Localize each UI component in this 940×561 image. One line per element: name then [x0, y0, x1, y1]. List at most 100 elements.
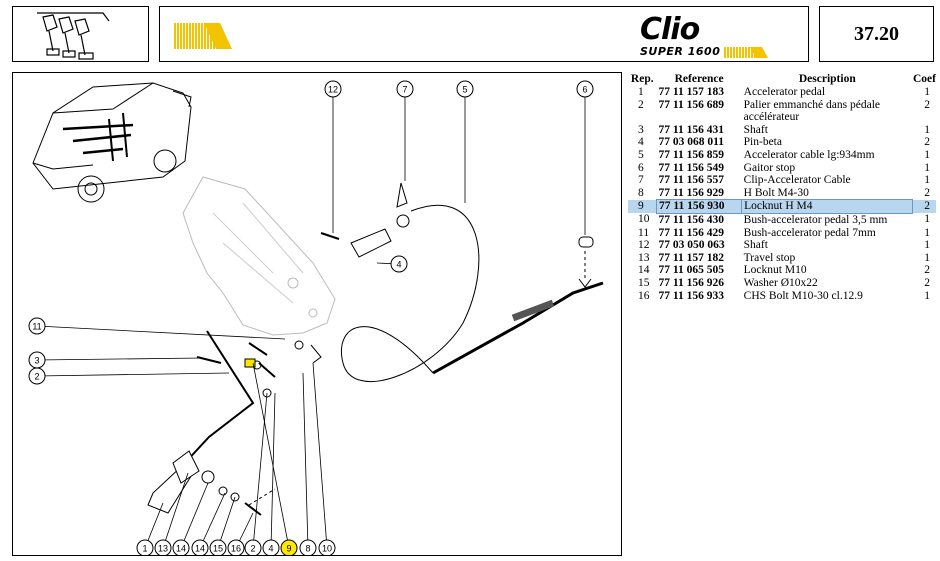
cell-ref[interactable]: 77 03 068 011 — [658, 136, 725, 149]
callout-label: 2 — [34, 372, 39, 382]
callout-label: 3 — [34, 356, 39, 366]
callout-label: 13 — [158, 544, 168, 554]
cell-ref[interactable]: 77 11 156 549 — [658, 161, 725, 174]
callout[interactable]: 3 — [28, 351, 204, 369]
callout[interactable]: 10 — [312, 362, 336, 557]
clio-logo: Clio SUPER 1600 — [640, 12, 769, 59]
cell-coef: 1 — [924, 289, 930, 302]
callout-label: 14 — [195, 544, 205, 554]
callout-label: 8 — [305, 544, 310, 554]
cell-ref[interactable]: 77 11 156 429 — [658, 226, 725, 239]
cell-ref[interactable]: 77 11 157 183 — [658, 86, 725, 98]
cell-ref[interactable]: 77 11 156 930 — [656, 199, 743, 214]
logo-stripe-icon — [724, 47, 769, 58]
cell-coef: 2 — [924, 186, 930, 199]
callout-label: 14 — [176, 544, 186, 554]
cell-ref[interactable]: 77 11 157 182 — [658, 251, 725, 264]
callout[interactable]: 4 — [262, 392, 280, 557]
callout-label: 6 — [582, 85, 587, 95]
callout[interactable]: 12 — [324, 80, 342, 233]
table-row[interactable]: 8 77 11 156 929 H Bolt M4-30 2 — [628, 187, 936, 200]
cell-desc: H Bolt M4-30 — [743, 186, 809, 199]
col-coef: Coef — [912, 72, 936, 85]
cell-coef: 1 — [924, 174, 930, 187]
cell-rep: 1 — [638, 86, 644, 98]
cell-desc: Locknut H M4 — [741, 199, 914, 214]
cell-coef: 2 — [924, 98, 930, 111]
cell-ref[interactable]: 77 11 156 929 — [658, 186, 725, 199]
table-row[interactable]: 2 77 11 156 689 Palier emmanché dans pédal… — [628, 99, 936, 124]
callout[interactable]: 8 — [299, 372, 317, 557]
cell-ref[interactable]: 77 11 156 933 — [658, 289, 725, 302]
callout[interactable]: 5 — [456, 80, 474, 203]
cell-coef: 2 — [924, 136, 930, 149]
cell-ref[interactable]: 77 11 156 689 — [658, 98, 725, 111]
cell-ref[interactable]: 77 11 156 926 — [658, 276, 725, 289]
cell-ref[interactable]: 77 11 156 557 — [658, 174, 725, 187]
callout[interactable]: 4 — [376, 255, 408, 273]
callout[interactable]: 9 — [252, 362, 298, 557]
logo-word: Clio — [640, 12, 700, 47]
col-rep: Rep. — [630, 72, 654, 85]
callout-label: 11 — [32, 322, 41, 332]
col-description: Description — [798, 72, 856, 85]
cell-coef: 2 — [912, 199, 936, 214]
callout-label: 12 — [328, 85, 338, 95]
cell-coef: 1 — [924, 86, 930, 98]
callout[interactable]: 2 — [28, 367, 230, 385]
callout-label: 9 — [286, 544, 291, 554]
cell-rep: 6 — [638, 161, 644, 174]
cell-ref[interactable]: 77 11 156 859 — [658, 148, 725, 161]
callout[interactable]: 6 — [576, 80, 594, 235]
cell-ref[interactable]: 77 11 156 430 — [658, 213, 725, 226]
cell-rep: 2 — [638, 98, 644, 111]
cell-desc: Bush-accelerator pedal 7mm — [743, 226, 876, 239]
table-row[interactable]: 7 77 11 156 557 Clip-Accelerator Cable 1 — [628, 174, 936, 187]
cell-desc: Palier emmanché dans pédale accélérateur — [743, 98, 880, 124]
cell-rep: 7 — [638, 174, 644, 187]
callout[interactable]: 11 — [28, 317, 286, 340]
car-icon — [32, 82, 192, 203]
cell-desc: Shaft — [743, 123, 768, 136]
callout-label: 4 — [268, 544, 273, 554]
callout-label: 2 — [250, 544, 255, 554]
cell-coef: 1 — [924, 239, 930, 252]
cell-coef: 2 — [924, 276, 930, 289]
cell-desc: Accelerator cable lg:934mm — [743, 148, 875, 161]
table-row[interactable]: 15 77 11 156 926 Washer Ø10x22 2 — [628, 277, 936, 290]
cell-rep: 15 — [638, 276, 650, 289]
pedal-thumbnail-icon — [37, 12, 110, 60]
cell-rep: 9 — [628, 199, 657, 214]
cell-ref[interactable]: 77 03 050 063 — [658, 239, 725, 252]
callout-label: 5 — [462, 85, 467, 95]
cell-desc: Pin-beta — [743, 136, 782, 149]
page-code: 37.20 — [819, 6, 934, 62]
cell-coef: 1 — [924, 226, 930, 239]
callout-label: 16 — [231, 544, 241, 554]
callout[interactable]: 2 — [244, 392, 268, 557]
callout[interactable]: 7 — [396, 80, 414, 181]
cell-ref[interactable]: 77 11 156 431 — [658, 123, 725, 136]
cell-ref[interactable]: 77 11 065 505 — [658, 264, 725, 277]
cell-desc: Clip-Accelerator Cable — [743, 174, 851, 187]
thumbnail-box[interactable] — [12, 6, 149, 62]
cell-desc: Bush-accelerator pedal 3,5 mm — [743, 213, 888, 226]
cell-desc: Washer Ø10x22 — [743, 276, 818, 289]
cell-rep: 8 — [638, 186, 644, 199]
cell-desc: Shaft — [743, 239, 768, 252]
